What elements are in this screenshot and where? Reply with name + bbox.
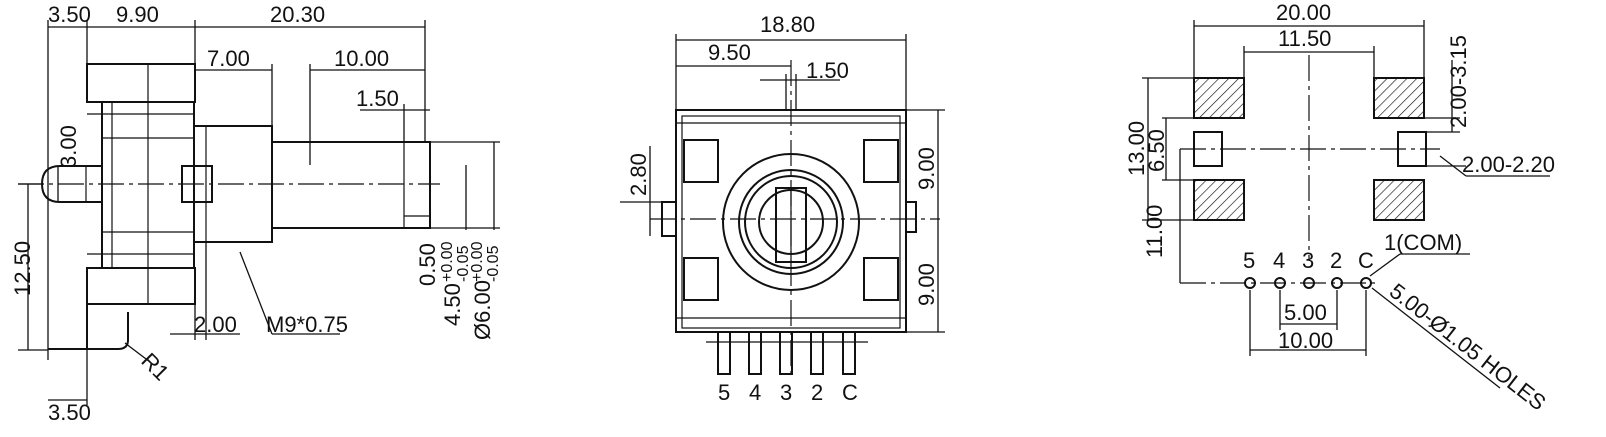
front-pin-label: 2: [811, 380, 823, 405]
radius-label: R1: [136, 348, 174, 386]
dim-3-50-bottom: 3.50: [48, 400, 91, 425]
dim-9-50: 9.50: [708, 40, 751, 65]
com-label: 1(COM): [1384, 230, 1462, 255]
side-dim-lines: [18, 20, 500, 405]
front-dim-lines: [620, 34, 945, 333]
dim-12-50: 12.50: [10, 241, 35, 296]
dim-4-50-tol2: -0.05: [455, 245, 472, 282]
dim-0-50: 0.50: [415, 243, 440, 286]
front-pin-label: C: [842, 380, 858, 405]
dim-20-00: 20.00: [1276, 0, 1331, 25]
dim-11-50: 11.50: [1278, 26, 1331, 51]
footprint-view: 20.00 11.50 13.00 6.50 11.00 2.00-3.15 2…: [1124, 0, 1555, 415]
dim-3-50-top: 3.50: [48, 2, 91, 27]
front-pin-label: 4: [749, 380, 761, 405]
front-view: 18.80 9.50 1.50 2.80 9.00 9.00 5 4 3 2 C: [620, 12, 945, 405]
front-dim-texts: 18.80 9.50 1.50 2.80 9.00 9.00 5 4 3 2 C: [626, 12, 939, 405]
dim-2-80: 2.80: [626, 153, 651, 196]
side-view: 3.50 9.90 20.30 7.00 10.00 1.50 3.00 12.…: [10, 2, 502, 425]
dim-18-80: 18.80: [760, 12, 815, 37]
holes-label: 5.00-Ø1.05 HOLES: [1385, 278, 1551, 415]
dim-1-50: 1.50: [356, 86, 399, 111]
dim-4-50-tol: +0.00: [439, 241, 456, 282]
front-view-body: [650, 60, 940, 380]
dim-9-90: 9.90: [116, 2, 159, 27]
thread-label: M9*0.75: [266, 312, 348, 337]
footprint-dim-lines: [1142, 20, 1550, 389]
footprint-pin-label: 4: [1273, 248, 1285, 273]
front-pins: [706, 331, 868, 375]
footprint-pin-label: 2: [1330, 248, 1342, 273]
dim-6-00-tol2: -0.05: [485, 245, 502, 282]
footprint-pin-label: 5: [1243, 248, 1255, 273]
dim-10-00-footprint: 10.00: [1278, 328, 1333, 353]
dim-2-00: 2.00: [194, 312, 237, 337]
footprint-pin-label: C: [1358, 248, 1374, 273]
dim-9-00-bottom: 9.00: [914, 263, 939, 306]
dim-3-00: 3.00: [56, 125, 81, 168]
footprint-holes: [1180, 277, 1380, 289]
dim-6-50: 6.50: [1144, 129, 1169, 172]
dim-6-00: Ø6.00: [470, 280, 495, 340]
footprint-pin-label: 3: [1302, 248, 1314, 273]
dim-2-00-3-15: 2.00-3.15: [1446, 35, 1471, 128]
dim-11-00: 11.00: [1142, 205, 1167, 258]
footprint-dim-texts: 20.00 11.50 13.00 6.50 11.00 2.00-3.15 2…: [1124, 0, 1555, 415]
dim-5-00: 5.00: [1284, 300, 1327, 325]
dim-20-30: 20.30: [270, 2, 325, 27]
dim-2-00-2-20: 2.00-2.20: [1462, 152, 1555, 177]
dim-10-00: 10.00: [334, 46, 389, 71]
front-pin-label: 3: [780, 380, 792, 405]
dim-9-00-top: 9.00: [914, 147, 939, 190]
dim-1-50-front: 1.50: [806, 58, 849, 83]
footprint-pads: [1193, 77, 1427, 221]
dim-7-00: 7.00: [207, 46, 250, 71]
side-view-body: [18, 63, 440, 350]
dim-13-00: 13.00: [1124, 121, 1149, 176]
dim-6-00-tol: +0.00: [469, 241, 486, 282]
front-pin-label: 5: [718, 380, 730, 405]
side-dim-texts: 3.50 9.90 20.30 7.00 10.00 1.50 3.00 12.…: [10, 2, 502, 425]
dim-4-50: 4.50: [440, 283, 465, 326]
